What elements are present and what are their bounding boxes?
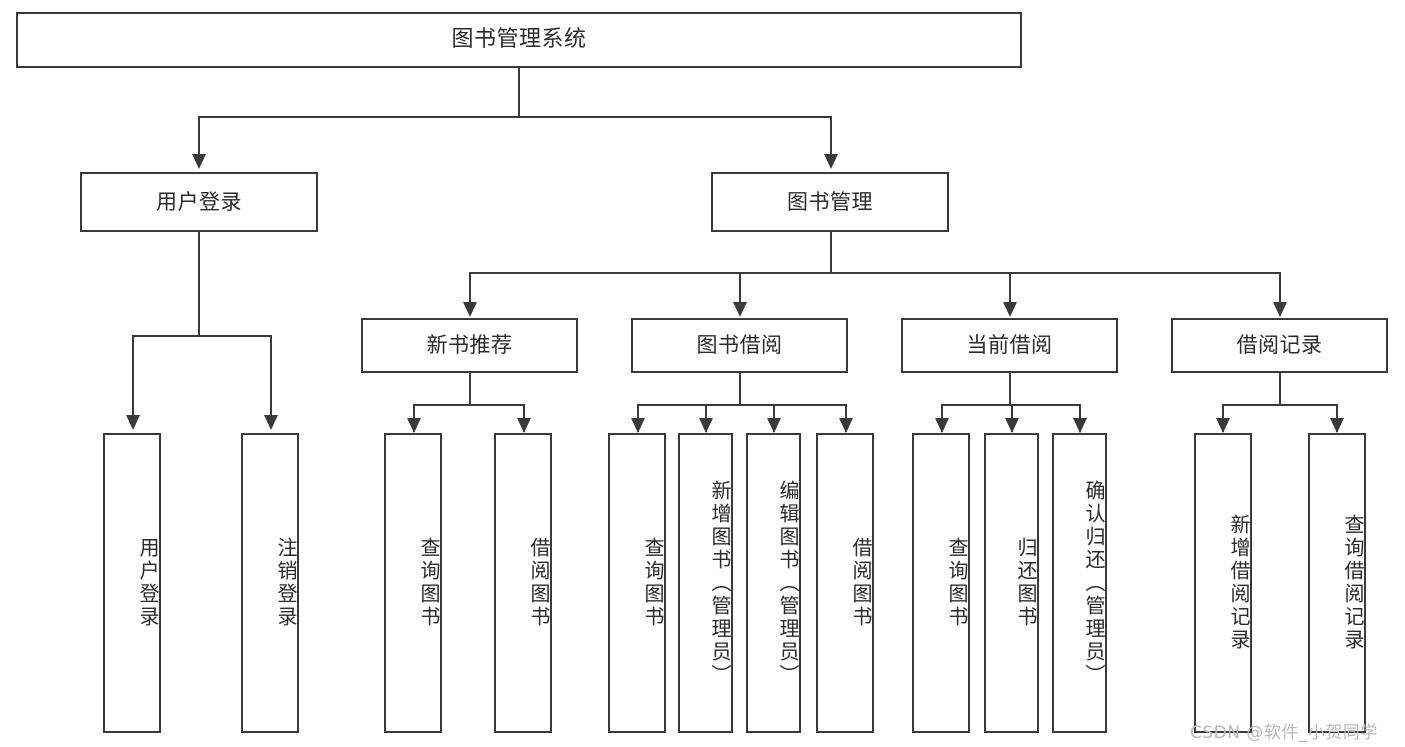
leaf-label: 借阅图书: [849, 537, 873, 629]
node-user-login[interactable]: 用户登录: [80, 172, 318, 232]
arrow-root-to-user-login: [192, 154, 206, 169]
node-book-borrow[interactable]: 图书借阅: [631, 318, 848, 373]
leaf-label: 归还图书: [1014, 537, 1038, 629]
leaf-label: 新增借阅记录: [1227, 514, 1251, 652]
arrow-book-borrow-to-leaf-4: [839, 418, 853, 433]
connector-borrow-record-stem: [1279, 373, 1281, 406]
leaf-query-book-3[interactable]: 查询图书: [912, 433, 970, 733]
leaf-label: 查询图书: [641, 537, 665, 629]
arrow-new-book-to-leaf-2: [517, 418, 531, 433]
node-borrow-record[interactable]: 借阅记录: [1171, 318, 1388, 373]
leaf-edit-book[interactable]: 编辑图书（管理员）: [746, 433, 801, 733]
leaf-add-record[interactable]: 新增借阅记录: [1194, 433, 1252, 733]
node-current-borrow[interactable]: 当前借阅: [901, 318, 1118, 373]
connector-borrow-record-bus: [1222, 404, 1338, 406]
leaf-label: 编辑图书（管理员）: [776, 479, 800, 687]
connector-user-login-to-leaf-1: [132, 335, 134, 417]
connector-root-to-user-login: [198, 116, 200, 156]
arrow-root-to-book-manage: [824, 154, 838, 169]
leaf-label: 查询图书: [417, 537, 441, 629]
leaf-user-login[interactable]: 用户登录: [103, 433, 161, 733]
arrow-current-borrow-to-leaf-3: [1073, 418, 1087, 433]
connector-user-login-bus: [132, 335, 272, 337]
csdn-watermark: CSDN @软件_小贺同学: [1190, 723, 1378, 743]
arrow-user-login-to-leaf-2: [264, 415, 278, 430]
arrow-book-borrow-to-leaf-3: [767, 418, 781, 433]
connector-root-bus: [198, 116, 832, 118]
arrow-book-manage-to-borrow-record: [1273, 302, 1287, 317]
leaf-label: 查询借阅记录: [1341, 514, 1365, 652]
leaf-logout-login[interactable]: 注销登录: [241, 433, 299, 733]
arrow-book-manage-to-book-borrow: [733, 302, 747, 317]
leaf-add-book[interactable]: 新增图书（管理员）: [678, 433, 733, 733]
connector-book-manage-to-book-borrow: [739, 272, 741, 304]
connector-book-borrow-stem: [739, 373, 741, 406]
arrow-book-manage-to-current-borrow: [1003, 302, 1017, 317]
leaf-return-book[interactable]: 归还图书: [984, 433, 1039, 733]
connector-user-login-to-leaf-2: [270, 335, 272, 417]
leaf-label: 新增图书（管理员）: [708, 479, 732, 687]
arrow-user-login-to-leaf-1: [126, 415, 140, 430]
connector-book-manage-to-new-book: [469, 272, 471, 304]
arrow-book-borrow-to-leaf-1: [631, 418, 645, 433]
connector-new-book-stem: [469, 373, 471, 406]
arrow-new-book-to-leaf-1: [407, 418, 421, 433]
node-book-manage[interactable]: 图书管理: [711, 172, 949, 232]
leaf-query-book-2[interactable]: 查询图书: [608, 433, 666, 733]
connector-book-manage-to-current-borrow: [1009, 272, 1011, 304]
leaf-confirm-return[interactable]: 确认归还（管理员）: [1052, 433, 1107, 733]
leaf-borrow-book-2[interactable]: 借阅图书: [816, 433, 874, 733]
connector-root-to-book-manage: [830, 116, 832, 156]
connector-book-manage-stem: [830, 232, 832, 274]
arrow-borrow-record-to-leaf-2: [1330, 418, 1344, 433]
arrow-current-borrow-to-leaf-2: [1005, 418, 1019, 433]
arrow-current-borrow-to-leaf-1: [935, 418, 949, 433]
connector-root-stem: [518, 68, 520, 116]
leaf-label: 确认归还（管理员）: [1082, 479, 1106, 687]
connector-user-login-stem: [198, 232, 200, 336]
leaf-query-record[interactable]: 查询借阅记录: [1308, 433, 1366, 733]
connector-book-manage-bus: [469, 272, 1280, 274]
leaf-query-book-1[interactable]: 查询图书: [384, 433, 442, 733]
connector-book-borrow-bus: [637, 404, 847, 406]
leaf-label: 借阅图书: [527, 537, 551, 629]
leaf-label: 用户登录: [136, 537, 160, 629]
connector-book-manage-to-borrow-record: [1279, 272, 1281, 304]
arrow-book-manage-to-new-book: [463, 302, 477, 317]
leaf-label: 注销登录: [274, 537, 298, 629]
leaf-borrow-book-1[interactable]: 借阅图书: [494, 433, 552, 733]
connector-new-book-bus: [413, 404, 525, 406]
arrow-borrow-record-to-leaf-1: [1216, 418, 1230, 433]
node-new-book-recommend[interactable]: 新书推荐: [361, 318, 578, 373]
leaf-label: 查询图书: [945, 537, 969, 629]
arrow-book-borrow-to-leaf-2: [699, 418, 713, 433]
node-root-system[interactable]: 图书管理系统: [16, 12, 1022, 68]
connector-current-borrow-stem: [1009, 373, 1011, 406]
